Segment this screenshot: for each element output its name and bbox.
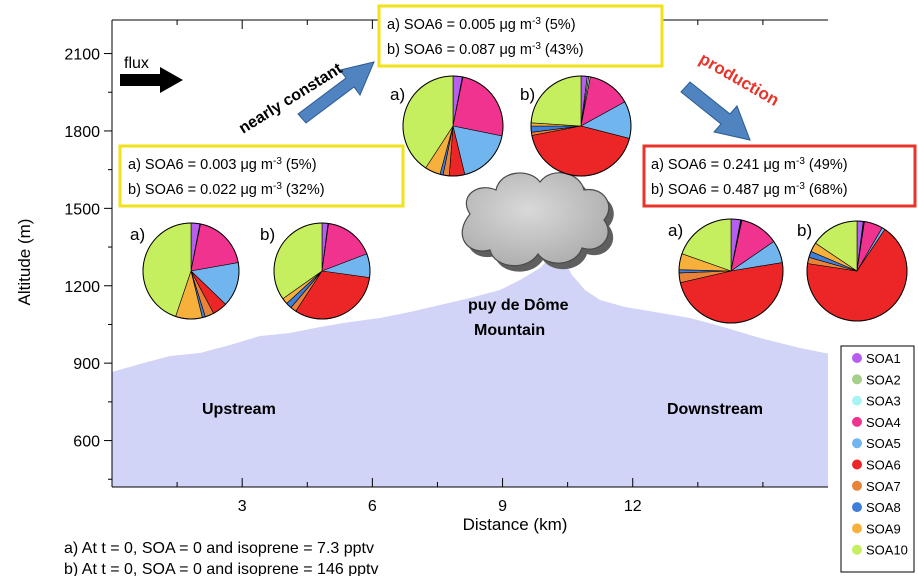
legend-swatch bbox=[852, 523, 862, 534]
legend-label: SOA1 bbox=[866, 351, 901, 366]
legend-swatch bbox=[852, 480, 862, 491]
legend-label: SOA10 bbox=[866, 543, 908, 558]
upstream-label: Upstream bbox=[202, 401, 276, 418]
legend-label: SOA2 bbox=[866, 372, 901, 387]
pie-outline bbox=[678, 218, 784, 324]
y-tick-label: 900 bbox=[73, 356, 100, 373]
legend-label: SOA6 bbox=[866, 458, 901, 473]
legend-label: SOA4 bbox=[866, 415, 901, 430]
mountain-label-line2: Mountain bbox=[474, 322, 545, 339]
flux-label: flux bbox=[124, 55, 149, 72]
legend-item-soa2: SOA2 bbox=[852, 372, 901, 387]
legend-item-soa7: SOA7 bbox=[852, 479, 901, 494]
production-arrow-icon bbox=[680, 81, 751, 141]
pie-summit-b: b) bbox=[520, 75, 632, 177]
legend-item-soa3: SOA3 bbox=[852, 394, 901, 409]
legend-label: SOA5 bbox=[866, 436, 901, 451]
legend-label: SOA3 bbox=[866, 394, 901, 409]
legend-swatch bbox=[852, 502, 862, 513]
pie-charts: a) b) a) b) a) b) bbox=[130, 75, 908, 324]
pie-downstream-a: a) bbox=[668, 218, 784, 324]
legend-swatch bbox=[852, 438, 862, 449]
legend-item-soa5: SOA5 bbox=[852, 436, 901, 451]
legend-item-soa9: SOA9 bbox=[852, 521, 901, 536]
y-axis: 600 900 1200 1500 1800 2100 bbox=[64, 47, 112, 480]
legend-swatch bbox=[852, 416, 862, 427]
legend-item-soa1: SOA1 bbox=[852, 351, 901, 366]
box-downstream-line-a: a) SOA6 = 0.241 μg m-3 (49%) bbox=[651, 156, 848, 173]
box-upstream: a) SOA6 = 0.003 μg m-3 (5%) b) SOA6 = 0.… bbox=[118, 144, 405, 208]
pie-outline bbox=[273, 222, 371, 320]
pie-slice-soa10 bbox=[530, 75, 582, 127]
box-upstream-line-b: b) SOA6 = 0.022 μg m-3 (32%) bbox=[128, 181, 325, 198]
y-tick-label: 1800 bbox=[64, 124, 100, 141]
legend-item-soa8: SOA8 bbox=[852, 500, 901, 515]
x-tick-label: 9 bbox=[498, 498, 507, 515]
legend-swatch bbox=[852, 459, 862, 470]
legend-label: SOA9 bbox=[866, 521, 901, 536]
pie-case-label: a) bbox=[130, 225, 145, 244]
mountain-label-line1: puy de Dôme bbox=[468, 297, 569, 314]
legend-item-soa10: SOA10 bbox=[852, 543, 908, 558]
x-tick-label: 3 bbox=[238, 498, 247, 515]
x-axis-label: Distance (km) bbox=[463, 515, 568, 534]
box-summit-line-b: b) SOA6 = 0.087 μg m-3 (43%) bbox=[387, 41, 584, 58]
terrain-area bbox=[112, 252, 828, 487]
y-tick-label: 600 bbox=[73, 434, 100, 451]
legend-swatch bbox=[852, 374, 862, 385]
pie-case-label: a) bbox=[390, 85, 405, 104]
legend-label: SOA7 bbox=[866, 479, 901, 494]
pie-case-label: b) bbox=[260, 225, 275, 244]
pie-upstream-a: a) bbox=[130, 222, 240, 320]
x-tick-label: 12 bbox=[624, 498, 642, 515]
cloud-icon bbox=[461, 172, 614, 272]
legend-item-soa4: SOA4 bbox=[852, 415, 901, 430]
legend-swatch bbox=[852, 395, 862, 406]
pie-case-label: b) bbox=[520, 85, 535, 104]
box-upstream-line-a: a) SOA6 = 0.003 μg m-3 (5%) bbox=[128, 156, 317, 173]
legend: SOA1SOA2SOA3SOA4SOA5SOA6SOA7SOA8SOA9SOA1… bbox=[840, 345, 915, 573]
pie-case-label: b) bbox=[797, 221, 812, 240]
legend-label: SOA8 bbox=[866, 500, 901, 515]
box-summit-line-a: a) SOA6 = 0.005 μg m-3 (5%) bbox=[387, 16, 576, 33]
y-axis-label: Altitude (m) bbox=[15, 219, 34, 306]
downstream-label: Downstream bbox=[667, 401, 763, 418]
pie-summit-a: a) bbox=[390, 75, 504, 177]
note-a: a) At t = 0, SOA = 0 and isoprene = 7.3 … bbox=[64, 540, 374, 557]
nearly-constant-arrow-icon bbox=[297, 61, 375, 124]
legend-swatch bbox=[852, 353, 862, 363]
legend-swatch bbox=[852, 544, 862, 555]
pie-downstream-b: b) bbox=[797, 220, 908, 322]
pie-outline bbox=[142, 222, 240, 320]
x-axis: 3 6 9 12 bbox=[176, 20, 764, 515]
legend-item-soa6: SOA6 bbox=[852, 458, 901, 473]
pie-outline bbox=[806, 220, 908, 322]
pie-outline bbox=[530, 75, 632, 177]
y-tick-label: 2100 bbox=[64, 47, 100, 64]
pie-case-label: a) bbox=[668, 221, 683, 240]
y-tick-label: 1200 bbox=[64, 279, 100, 296]
pie-upstream-b: b) bbox=[260, 222, 371, 320]
box-downstream-line-b: b) SOA6 = 0.487 μg m-3 (68%) bbox=[651, 181, 848, 198]
pie-outline bbox=[402, 75, 504, 177]
flux-arrow-icon bbox=[120, 67, 183, 93]
note-b: b) At t = 0, SOA = 0 and isoprene = 146 … bbox=[64, 561, 378, 576]
box-summit: a) SOA6 = 0.005 μg m-3 (5%) b) SOA6 = 0.… bbox=[377, 4, 664, 68]
y-tick-label: 1500 bbox=[64, 201, 100, 218]
box-downstream: a) SOA6 = 0.241 μg m-3 (49%) b) SOA6 = 0… bbox=[642, 144, 917, 208]
x-tick-label: 6 bbox=[368, 498, 377, 515]
